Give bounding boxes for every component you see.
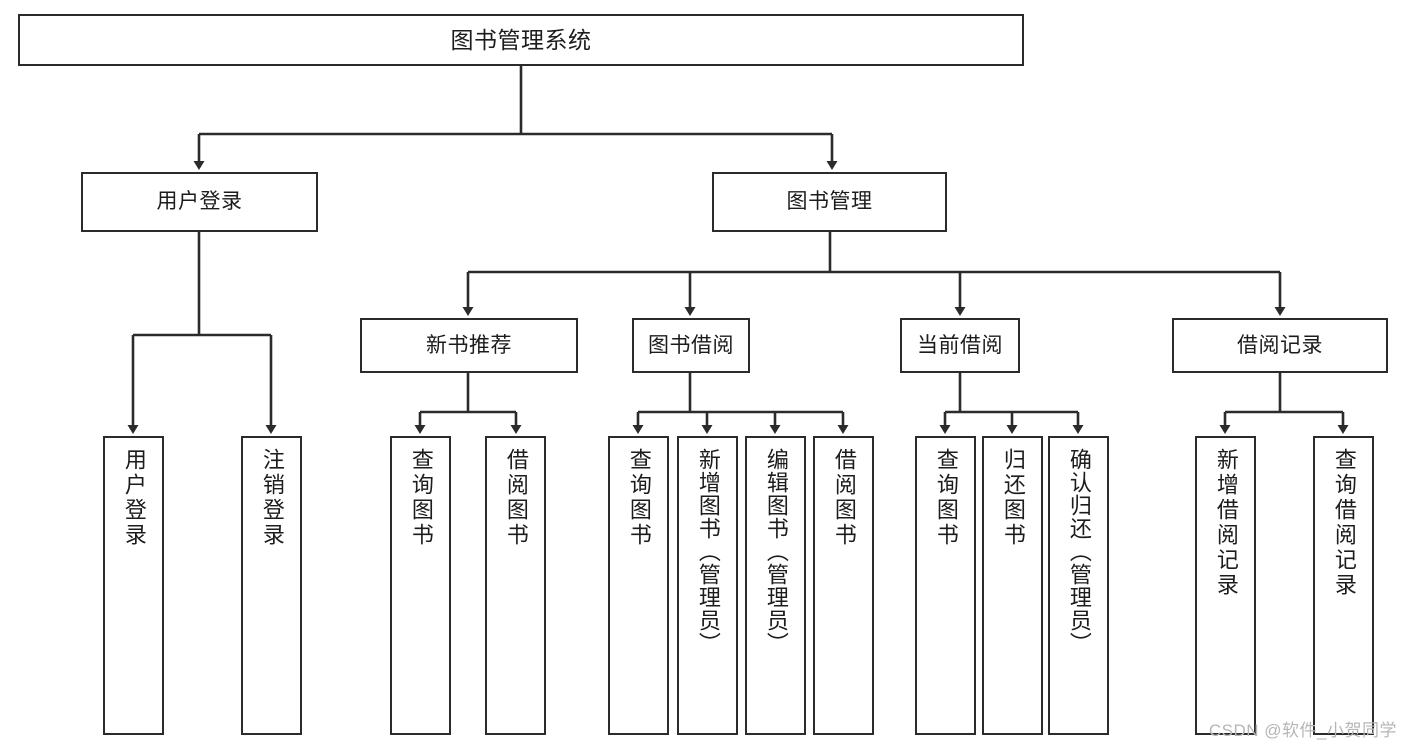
leaf-confirm-return-admin: 确认归还（管理员） <box>1048 436 1109 735</box>
leaf-borrow-book-1: 借阅图书 <box>485 436 546 735</box>
leaf-borrow-book-2-label: 借阅图书 <box>831 448 857 548</box>
leaf-borrow-book-1-label: 借阅图书 <box>503 448 529 548</box>
leaf-query-book-3-label: 查询图书 <box>933 448 959 548</box>
leaf-query-borrow-record: 查询借阅记录 <box>1313 436 1374 735</box>
leaf-query-borrow-record-label: 查询借阅记录 <box>1331 448 1357 598</box>
leaf-logout-login-label: 注销登录 <box>259 448 285 548</box>
leaf-borrow-book-2: 借阅图书 <box>813 436 874 735</box>
leaf-edit-book-admin-label: 编辑图书（管理员） <box>763 448 789 655</box>
node-user-login-label: 用户登录 <box>156 190 243 214</box>
node-book-borrow-label: 图书借阅 <box>648 333 734 357</box>
leaf-add-borrow-record: 新增借阅记录 <box>1195 436 1256 735</box>
node-current-borrow: 当前借阅 <box>900 318 1020 373</box>
leaf-confirm-return-admin-label: 确认归还（管理员） <box>1066 448 1092 655</box>
leaf-edit-book-admin: 编辑图书（管理员） <box>745 436 806 735</box>
leaf-query-book-1: 查询图书 <box>390 436 451 735</box>
leaf-user-login: 用户登录 <box>103 436 164 735</box>
leaf-add-book-admin-label: 新增图书（管理员） <box>695 448 721 655</box>
node-borrow-record: 借阅记录 <box>1172 318 1388 373</box>
node-book-borrow: 图书借阅 <box>632 318 750 373</box>
leaf-query-book-2-label: 查询图书 <box>626 448 652 548</box>
node-root-label: 图书管理系统 <box>450 26 592 53</box>
leaf-return-book-label: 归还图书 <box>1000 448 1026 548</box>
leaf-add-book-admin: 新增图书（管理员） <box>677 436 738 735</box>
node-root-system: 图书管理系统 <box>18 14 1024 66</box>
leaf-query-book-1-label: 查询图书 <box>408 448 434 548</box>
node-borrow-record-label: 借阅记录 <box>1237 333 1323 357</box>
leaf-query-book-2: 查询图书 <box>608 436 669 735</box>
watermark-text: CSDN @软件_小贺同学 <box>1208 721 1397 740</box>
leaf-user-login-label: 用户登录 <box>121 448 147 548</box>
leaf-logout-login: 注销登录 <box>241 436 302 735</box>
node-new-book-recommend: 新书推荐 <box>360 318 578 373</box>
leaf-add-borrow-record-label: 新增借阅记录 <box>1213 448 1239 598</box>
node-new-book-recommend-label: 新书推荐 <box>426 333 512 357</box>
leaf-query-book-3: 查询图书 <box>915 436 976 735</box>
leaf-return-book: 归还图书 <box>982 436 1043 735</box>
node-user-login: 用户登录 <box>81 172 318 232</box>
node-current-borrow-label: 当前借阅 <box>917 333 1003 357</box>
node-book-manage: 图书管理 <box>712 172 947 232</box>
node-book-manage-label: 图书管理 <box>786 190 873 214</box>
